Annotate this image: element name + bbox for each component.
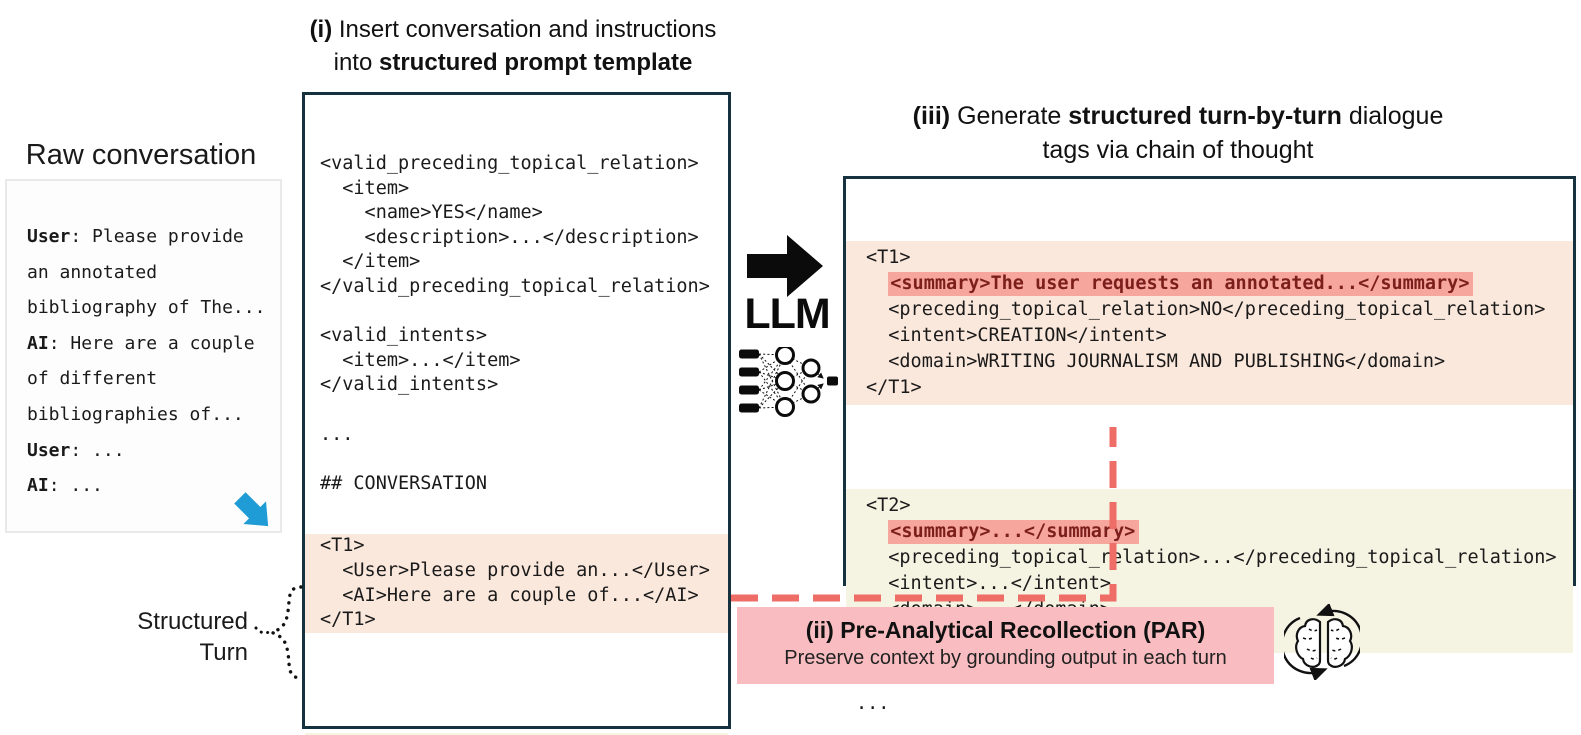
brain-cycle-icon bbox=[1284, 604, 1360, 680]
code-line: <preceding_topical_relation>...</precedi… bbox=[866, 547, 1557, 568]
template-top-lines: <valid_preceding_topical_relation> <item… bbox=[305, 152, 728, 496]
output-turn1-block: <T1> <summary>The user requests an annot… bbox=[846, 241, 1573, 405]
raw-conversation-box: User: Please provide an annotated bibliogr… bbox=[5, 179, 282, 533]
structured-turn-label: Structured Turn bbox=[55, 606, 248, 668]
template-turn1-block: <T1> <User>Please provide an...</User> <… bbox=[305, 534, 728, 633]
code-line: <User>Please provide an...</User> bbox=[320, 559, 710, 581]
code-line: <name>YES</name> bbox=[320, 202, 543, 224]
step3-title-line1: (iii) Generate structured turn-by-turn d… bbox=[912, 102, 1444, 130]
code-line: bibliography of The... bbox=[27, 297, 266, 319]
code-line: <AI>Here are a couple of...</AI> bbox=[320, 584, 699, 606]
code-line: </T1> bbox=[866, 377, 922, 398]
code-line bbox=[305, 447, 728, 472]
code-line: AI: Here are a couple bbox=[27, 332, 255, 354]
code-line: </item> bbox=[320, 251, 421, 273]
code-line: <domain>WRITING JOURNALISM AND PUBLISHIN… bbox=[866, 351, 1446, 372]
code-line: <valid_preceding_topical_relation> bbox=[320, 153, 699, 174]
code-line bbox=[305, 300, 728, 325]
code-line: User: Please provide bbox=[27, 226, 244, 247]
code-line: <item> bbox=[320, 177, 410, 199]
prompt-template-box: <valid_preceding_topical_relation> <item… bbox=[302, 92, 731, 735]
code-line: </valid_preceding_topical_relation> bbox=[320, 275, 710, 297]
llm-label: LLM bbox=[744, 290, 830, 338]
step3-title: (iii) Generate structured turn-by-turn d… bbox=[848, 99, 1508, 167]
code-line bbox=[305, 398, 728, 423]
code-line: <T1> bbox=[320, 535, 365, 557]
output-gap bbox=[846, 443, 1573, 451]
llm-arrow-icon bbox=[747, 235, 823, 297]
code-line: <description>...</description> bbox=[320, 226, 699, 248]
code-line: <T1> bbox=[866, 247, 911, 268]
code-line: an annotated bbox=[27, 261, 158, 283]
par-title: (ii) Pre-Analytical Recollection (PAR) bbox=[805, 617, 1206, 643]
code-line: <intent>...</intent> bbox=[866, 573, 1112, 594]
structured-turn-line2: Turn bbox=[199, 639, 248, 666]
structured-turn-line1: Structured bbox=[137, 608, 248, 635]
code-line: ## CONVERSATION bbox=[320, 472, 488, 494]
raw-conversation-label: Raw conversation bbox=[25, 139, 257, 171]
output-tail-ellipsis: ... bbox=[856, 693, 890, 714]
code-line: User: ... bbox=[27, 439, 125, 461]
code-line: AI: ... bbox=[27, 475, 103, 497]
code-line: ... bbox=[320, 423, 354, 445]
code-line: of different bbox=[27, 368, 158, 390]
code-line: </valid_intents> bbox=[320, 374, 499, 396]
step1-title-line2: into structured prompt template bbox=[333, 49, 693, 76]
output-box: <T1> <summary>The user requests an annot… bbox=[843, 176, 1576, 714]
code-line: <preceding_topical_relation>NO</precedin… bbox=[866, 299, 1546, 320]
blue-arrow-icon bbox=[234, 492, 269, 527]
par-subtitle: Preserve context by grounding output in … bbox=[784, 647, 1227, 669]
code-line: <summary>The user requests an annotated.… bbox=[846, 271, 1573, 297]
summary-highlight: <summary>The user requests an annotated.… bbox=[888, 272, 1474, 296]
par-box: (ii) Pre-Analytical Recollection (PAR) P… bbox=[737, 607, 1274, 684]
dotted-brace-icon bbox=[254, 585, 303, 680]
code-line: <T2> bbox=[866, 495, 911, 516]
code-line: <item>...</item> bbox=[320, 349, 521, 371]
neural-network-icon bbox=[739, 347, 838, 417]
code-line: bibliographies of... bbox=[27, 403, 244, 425]
code-line: <summary>...</summary> bbox=[846, 519, 1573, 545]
code-line: <intent>CREATION</intent> bbox=[866, 325, 1167, 346]
step3-title-line2: tags via chain of thought bbox=[1042, 136, 1314, 164]
step1-title-line1: (i) Insert conversation and instructions bbox=[309, 16, 717, 43]
code-line: <valid_intents> bbox=[320, 325, 488, 347]
step1-title: (i) Insert conversation and instructions… bbox=[263, 13, 763, 79]
code-line: </T1> bbox=[320, 609, 376, 631]
summary-highlight: <summary>...</summary> bbox=[888, 520, 1140, 544]
template-gap bbox=[305, 671, 728, 696]
